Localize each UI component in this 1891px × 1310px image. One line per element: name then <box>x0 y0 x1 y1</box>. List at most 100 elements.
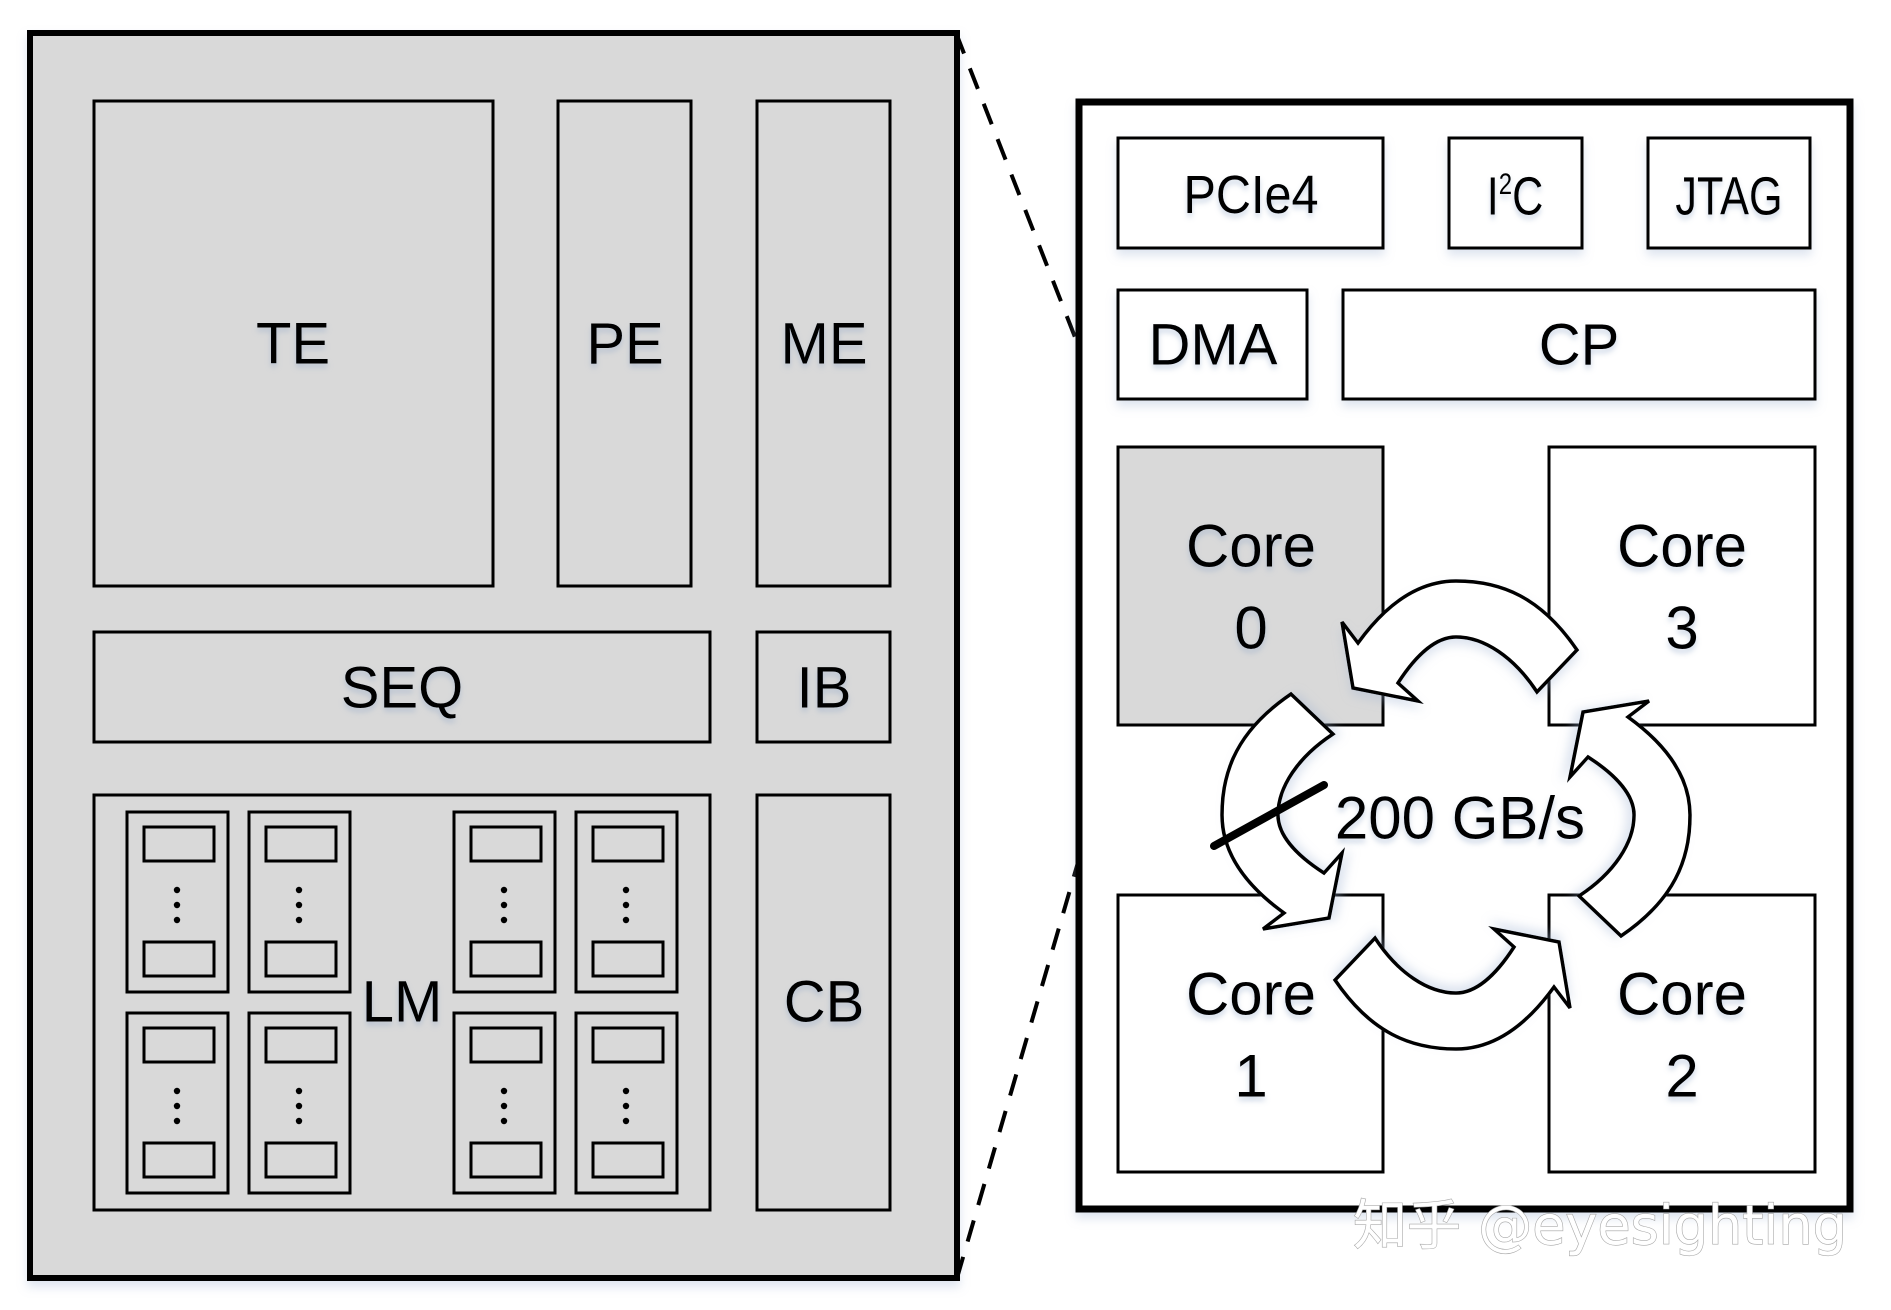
lm-bank-entry-first <box>469 1026 543 1064</box>
ellipsis-dot <box>173 1117 181 1125</box>
core-1-index: 1 <box>1234 1043 1267 1110</box>
ellipsis-dot <box>500 1102 508 1110</box>
lm-bank-entry-last <box>591 1141 665 1179</box>
core-1[interactable]: Core 1 <box>1116 893 1385 1174</box>
lm-bank-entry-first <box>591 825 665 863</box>
core-1-name: Core <box>1186 961 1316 1028</box>
ellipsis-dot <box>622 1102 630 1110</box>
core-2-index: 2 <box>1665 1043 1698 1110</box>
ellipsis-dot <box>295 1117 303 1125</box>
core-0[interactable]: Core 0 <box>1116 445 1385 727</box>
pcie-block: PCIe4 <box>1116 136 1385 250</box>
lm-bank-entry-last <box>264 1141 338 1179</box>
ellipsis-dot <box>500 886 508 894</box>
ellipsis-dot <box>295 886 303 894</box>
lm-bank <box>574 1011 679 1195</box>
core-3-name: Core <box>1617 513 1747 580</box>
lm-bank <box>574 810 679 994</box>
lm-bank-entry-last <box>264 940 338 978</box>
ellipsis-dot <box>295 916 303 924</box>
ellipsis-dot <box>173 1087 181 1095</box>
core-2[interactable]: Core 2 <box>1547 893 1817 1174</box>
cb-block: CB <box>755 793 892 1212</box>
ellipsis-dot <box>295 1102 303 1110</box>
lm-bank <box>452 810 557 994</box>
ib-label: IB <box>797 656 852 721</box>
lm-bank-grid <box>125 810 679 1195</box>
pe-block: PE <box>556 99 693 588</box>
ib-block: IB <box>755 630 892 744</box>
pcie-label: PCIe4 <box>1183 164 1318 225</box>
ellipsis-dot <box>500 916 508 924</box>
bandwidth-label: 200 GB/s <box>1335 785 1585 852</box>
arrow-core0-to-core1 <box>1220 691 1345 931</box>
dma-label: DMA <box>1149 313 1278 378</box>
arrow-core1-to-core2 <box>1332 926 1572 1051</box>
core-detail-panel: TE PE ME SEQ IB LM CB <box>27 30 960 1281</box>
lm-bank-entry-first <box>264 1026 338 1064</box>
ellipsis-dot <box>173 916 181 924</box>
lm-bank <box>247 810 352 994</box>
jtag-block: JTAG <box>1646 136 1812 250</box>
arrow-core2-to-core3 <box>1567 699 1692 939</box>
core-2-name: Core <box>1617 961 1747 1028</box>
te-block: TE <box>92 99 495 588</box>
core-0-index: 0 <box>1234 595 1267 662</box>
ellipsis-dot <box>500 1087 508 1095</box>
ellipsis-dot <box>622 901 630 909</box>
seq-block: SEQ <box>92 630 712 744</box>
lm-bank <box>247 1011 352 1195</box>
ellipsis-dot <box>173 886 181 894</box>
cb-label: CB <box>784 970 865 1035</box>
i2c-block: I2C <box>1447 136 1584 250</box>
i2c-label-superscript: 2 <box>1499 166 1512 200</box>
ellipsis-dot <box>173 1102 181 1110</box>
ellipsis-dot <box>173 901 181 909</box>
dma-block: DMA <box>1116 288 1309 401</box>
ellipsis-dot <box>295 1087 303 1095</box>
lm-bank-entry-first <box>591 1026 665 1064</box>
me-block: ME <box>755 99 892 588</box>
ellipsis-dot <box>295 901 303 909</box>
lm-bank <box>125 1011 230 1195</box>
ellipsis-dot <box>622 1087 630 1095</box>
zoom-projection-line-bottom <box>955 724 1120 1279</box>
ellipsis-dot <box>622 1117 630 1125</box>
lm-bank-entry-last <box>469 1141 543 1179</box>
core-0-name: Core <box>1186 513 1316 580</box>
arrow-core3-to-core0 <box>1340 579 1580 704</box>
core-3[interactable]: Core 3 <box>1547 445 1817 727</box>
lm-bank-entry-first <box>142 825 216 863</box>
me-label: ME <box>781 312 868 377</box>
lm-bank-entry-last <box>142 940 216 978</box>
pe-label: PE <box>586 312 663 377</box>
ellipsis-dot <box>500 1117 508 1125</box>
i2c-label-c: C <box>1512 167 1543 227</box>
lm-bank <box>452 1011 557 1195</box>
lm-block: LM <box>92 793 712 1212</box>
ellipsis-dot <box>500 901 508 909</box>
i2c-label: I2C <box>1487 166 1544 227</box>
core-3-index: 3 <box>1665 595 1698 662</box>
lm-bank-entry-first <box>142 1026 216 1064</box>
ring-interconnect <box>1220 579 1692 1051</box>
i2c-label-i: I <box>1487 167 1499 227</box>
ellipsis-dot <box>622 916 630 924</box>
ellipsis-dot <box>622 886 630 894</box>
lm-label: LM <box>362 970 443 1035</box>
lm-bank-entry-last <box>591 940 665 978</box>
cp-label: CP <box>1539 313 1620 378</box>
lm-bank-entry-last <box>469 940 543 978</box>
te-label: TE <box>256 312 330 377</box>
soc-panel: PCIe4 I2C JTAG DMA CP Core 0 Core 3 <box>1075 98 1854 1213</box>
watermark: 知乎 @eyesighting <box>1353 1194 1847 1257</box>
lm-bank-entry-last <box>142 1141 216 1179</box>
bus-width-slash <box>1210 781 1328 850</box>
jtag-label: JTAG <box>1675 167 1782 227</box>
lm-bank-entry-first <box>469 825 543 863</box>
seq-label: SEQ <box>341 656 464 721</box>
lm-bank-entry-first <box>264 825 338 863</box>
cp-block: CP <box>1341 288 1817 401</box>
lm-bank <box>125 810 230 994</box>
